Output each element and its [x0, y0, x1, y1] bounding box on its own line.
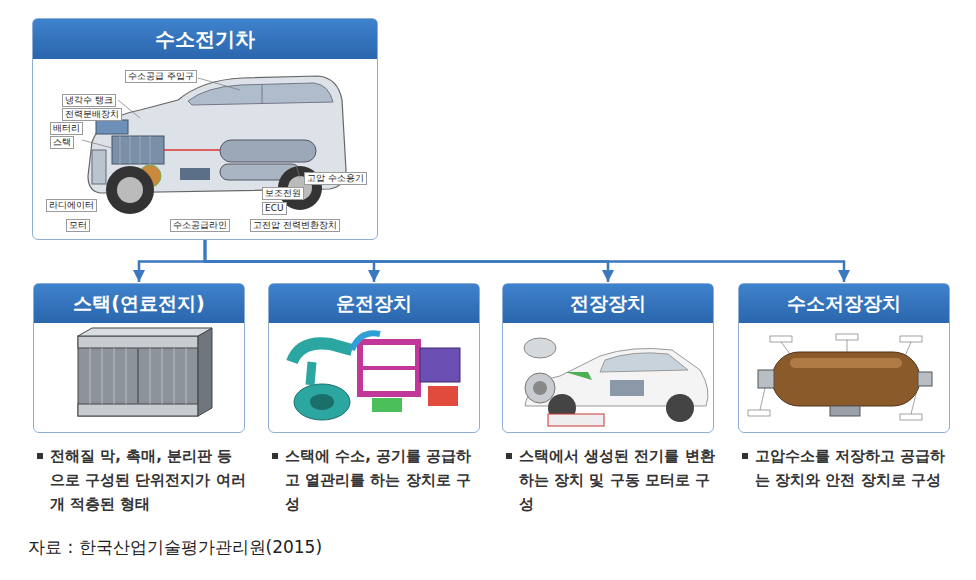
part-label: 보조전원 [262, 187, 304, 200]
description-text: 스택에 수소, 공기를 공급하고 열관리를 하는 장치로 구성 [269, 444, 481, 516]
part-label: 고압 수소용기 [304, 172, 367, 185]
electric-device-illustration-part [666, 394, 694, 422]
part-label: 수소공급 주입구 [125, 70, 197, 83]
stack-illustration-part [78, 404, 198, 416]
description-text: 스택에서 생성된 전기를 변환하는 장치 및 구동 모터로 구성 [503, 444, 715, 516]
category-box: 전장장치스택에서 생성된 전기를 변환하는 장치 및 구동 모터로 구성 [502, 283, 714, 433]
box-header: 수소전기차 [33, 19, 377, 59]
electric-device-illustration-part [533, 381, 547, 395]
driving-device-illustration-part [294, 384, 350, 420]
fuel-cell-car-illustration-part [112, 136, 164, 164]
stack-illustration-part [102, 348, 103, 404]
part-label: 스택 [50, 136, 74, 149]
description-text: 전해질 막, 촉매, 분리판 등으로 구성된 단위전지가 여러 개 적층된 형태 [34, 444, 246, 516]
driving-device-illustration-part [420, 348, 460, 382]
part-label: ECU [262, 202, 287, 215]
driving-device-illustration [292, 333, 460, 420]
stack-illustration-part [150, 348, 151, 404]
stack-illustration-part [90, 348, 91, 404]
stack-illustration-part [126, 348, 127, 404]
fuel-cell-car-illustration-part [120, 136, 121, 164]
source-caption: 자료 : 한국산업기술평가관리원(2015) [28, 536, 322, 559]
driving-device-illustration-part [352, 333, 380, 350]
fuel-cell-car-illustration-part [150, 136, 151, 164]
electric-device-illustration-part [610, 380, 644, 396]
hydrogen-tank-illustration-part [790, 358, 902, 368]
stack-illustration-part [198, 328, 212, 416]
box-header: 스택(연료전지) [34, 284, 244, 323]
hydrogen-tank-illustration-part [900, 336, 922, 342]
electric-device-illustration-part [565, 372, 592, 380]
category-box: 스택(연료전지)전해질 막, 촉매, 분리판 등으로 구성된 단위전지가 여러 … [33, 283, 245, 433]
stack-illustration [78, 328, 212, 416]
fuel-cell-car-illustration-part [82, 140, 112, 148]
hydrogen-tank-illustration [748, 334, 932, 420]
category-box: 운전장치스택에 수소, 공기를 공급하고 열관리를 하는 장치로 구성 [268, 283, 480, 433]
fuel-cell-car-illustration-part [296, 165, 300, 178]
hydrogen-tank-illustration-part [830, 406, 860, 416]
stack-illustration-part [78, 328, 212, 336]
stack-illustration-part [162, 348, 163, 404]
fuel-cell-car-illustration-part [130, 136, 131, 164]
part-label: 수소공급라인 [170, 219, 230, 232]
fuel-cell-car-illustration-part [96, 120, 128, 134]
driving-device-illustration-part [360, 366, 418, 370]
hydrogen-tank-illustration-part [918, 372, 932, 386]
fuel-cell-car-illustration-part [262, 84, 263, 104]
stack-illustration-part [137, 348, 139, 404]
hydrogen-tank-illustration-part [900, 414, 922, 420]
hydrogen-tank-illustration-part [772, 352, 920, 406]
driving-device-illustration-part [360, 342, 418, 394]
hydrogen-tank-illustration-part [911, 386, 918, 414]
box-header: 운전장치 [269, 284, 479, 323]
fuel-cell-car-illustration-part [92, 150, 106, 184]
tree-connector [139, 240, 205, 282]
driving-device-illustration-part [372, 398, 402, 412]
fuel-cell-car-illustration-part [140, 136, 141, 164]
part-label: 라디에이터 [46, 199, 97, 212]
stack-illustration-part [186, 348, 187, 404]
driving-device-illustration-part [292, 343, 352, 362]
stack-illustration-part [114, 348, 115, 404]
part-label: 모터 [66, 219, 90, 232]
hydrogen-tank-illustration-part [836, 334, 858, 340]
fuel-cell-car-illustration-part [188, 83, 333, 105]
hydrogen-tank-illustration-part [781, 342, 790, 354]
fuel-cell-car-illustration-part [180, 168, 210, 180]
fuel-cell-car-illustration-part [220, 140, 316, 162]
stack-illustration-part [78, 336, 198, 416]
driving-device-illustration-part [310, 394, 334, 410]
hydrogen-tank-illustration-part [748, 410, 770, 416]
hydrogen-tank-illustration-part [905, 342, 911, 356]
hydrogen-tank-illustration-part [770, 336, 792, 342]
part-label: 전력분배장치 [62, 108, 122, 121]
fuel-cell-car-illustration-part [164, 149, 220, 151]
description-text: 고압수소를 저장하고 공급하는 장치와 안전 장치로 구성 [739, 444, 951, 492]
fuel-cell-car-illustration [82, 76, 346, 214]
stack-illustration-part [78, 336, 198, 348]
part-label: 고전압 전력변환장치 [250, 219, 340, 232]
fuel-cell-car-illustration-part [198, 78, 240, 90]
fuel-cell-car-illustration-part [117, 177, 143, 203]
part-label: 냉각수 탱크 [62, 94, 116, 107]
part-label: 배터리 [50, 122, 83, 135]
electric-device-illustration-part [548, 414, 604, 426]
category-box: 수소저장장치고압수소를 저장하고 공급하는 장치와 안전 장치로 구성 [738, 283, 950, 433]
stack-illustration-part [174, 348, 175, 404]
driving-device-illustration-part [310, 362, 312, 385]
hydrogen-tank-illustration-part [847, 340, 848, 352]
box-header: 수소저장장치 [739, 284, 949, 323]
electric-device-illustration [524, 338, 708, 426]
electric-device-illustration-part [525, 373, 555, 403]
box-header: 전장장치 [503, 284, 713, 323]
electric-device-illustration-part [600, 353, 688, 372]
electric-device-illustration-part [524, 338, 556, 358]
tree-connector [205, 240, 844, 282]
hydrogen-tank-illustration-part [758, 370, 774, 388]
driving-device-illustration-part [428, 386, 458, 406]
fuel-cell-car-illustration-part [106, 166, 154, 214]
hydrogen-tank-illustration-part [760, 388, 765, 410]
